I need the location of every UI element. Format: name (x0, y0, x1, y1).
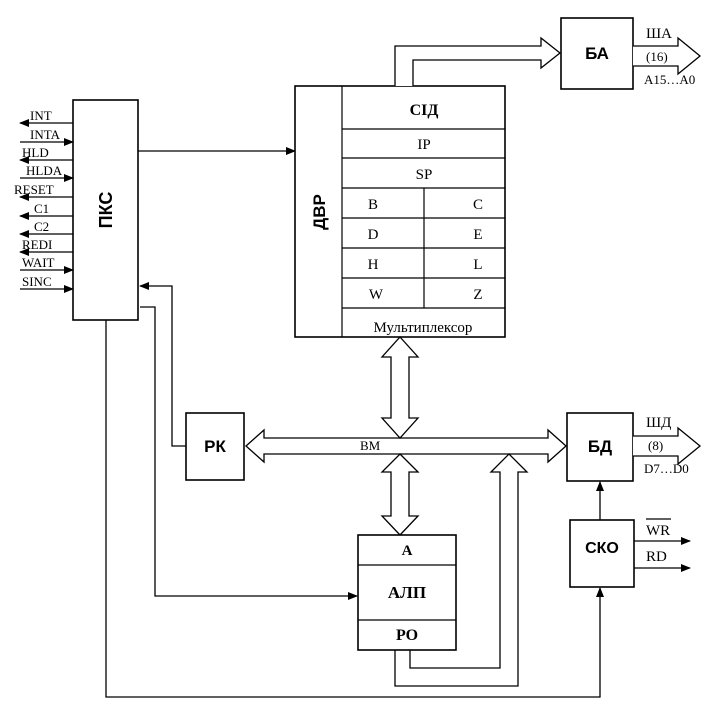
alu-block (357, 534, 457, 651)
address-bus-width: (16) (646, 49, 668, 64)
sinc-label: SINC (22, 274, 52, 289)
reg-w: W (369, 287, 384, 303)
reg-ip: IP (417, 137, 430, 153)
data-bus-width: (8) (648, 438, 663, 453)
internal-bus-label: ВМ (360, 438, 381, 453)
reg-z: Z (473, 287, 482, 303)
ba-block (560, 17, 634, 90)
alu-label: АЛП (388, 583, 426, 602)
inta-label: INTA (30, 127, 61, 142)
pks-to-alu-line (140, 306, 358, 600)
reg-l: L (473, 257, 482, 273)
ro-label: РО (396, 627, 418, 644)
c1-label: C1 (34, 201, 49, 216)
address-bus-name: ША (646, 26, 672, 42)
mux-bus-link (380, 336, 420, 439)
hld-label: HLD (22, 145, 49, 160)
acc-bus-link (380, 453, 420, 536)
rd-label: RD (646, 549, 667, 565)
c2-label: C2 (34, 219, 49, 234)
rk-label: РК (204, 437, 226, 456)
wr-label: WR (646, 523, 670, 539)
reset-label: RESET (14, 182, 54, 197)
reg-h: H (368, 257, 379, 273)
ba-label: БА (585, 44, 609, 63)
pks-label: ПКС (96, 192, 116, 229)
rk-to-pks-line (139, 282, 186, 447)
reg-d: D (368, 227, 379, 243)
reg-c: C (473, 197, 483, 213)
acc-label: А (402, 543, 413, 559)
sko-block (569, 519, 635, 588)
reg-e: E (473, 227, 482, 243)
data-bus-name: ШД (646, 415, 671, 431)
address-bus-lines: A15…A0 (644, 72, 695, 87)
pks-block (72, 99, 139, 321)
internal-bus (245, 428, 567, 464)
pks-to-sko-line (105, 320, 604, 698)
dvr-to-ba-bus (394, 36, 562, 86)
address-bus-arrow (633, 36, 702, 76)
sko-label: СКО (585, 540, 619, 557)
data-bus-arrow (633, 426, 702, 466)
reg-b: B (368, 197, 378, 213)
dvr-block (294, 85, 506, 338)
redi-label: REDI (22, 237, 52, 252)
dvr-label: ДВР (310, 194, 329, 230)
ro-bus-link (394, 453, 529, 687)
bd-block (566, 412, 634, 482)
bd-label: БД (588, 437, 612, 456)
reg-multiplexer: Мультиплексор (374, 320, 473, 336)
control-signals: INT INTA HLD HLDA RESET C1 C2 REDI WAIT … (14, 108, 74, 293)
reg-sp: SP (416, 167, 433, 183)
int-label: INT (30, 108, 52, 123)
hlda-label: HLDA (26, 163, 63, 178)
data-bus-lines: D7…D0 (644, 461, 689, 476)
reg-pc: СІД (410, 102, 439, 119)
wait-label: WAIT (22, 255, 55, 270)
